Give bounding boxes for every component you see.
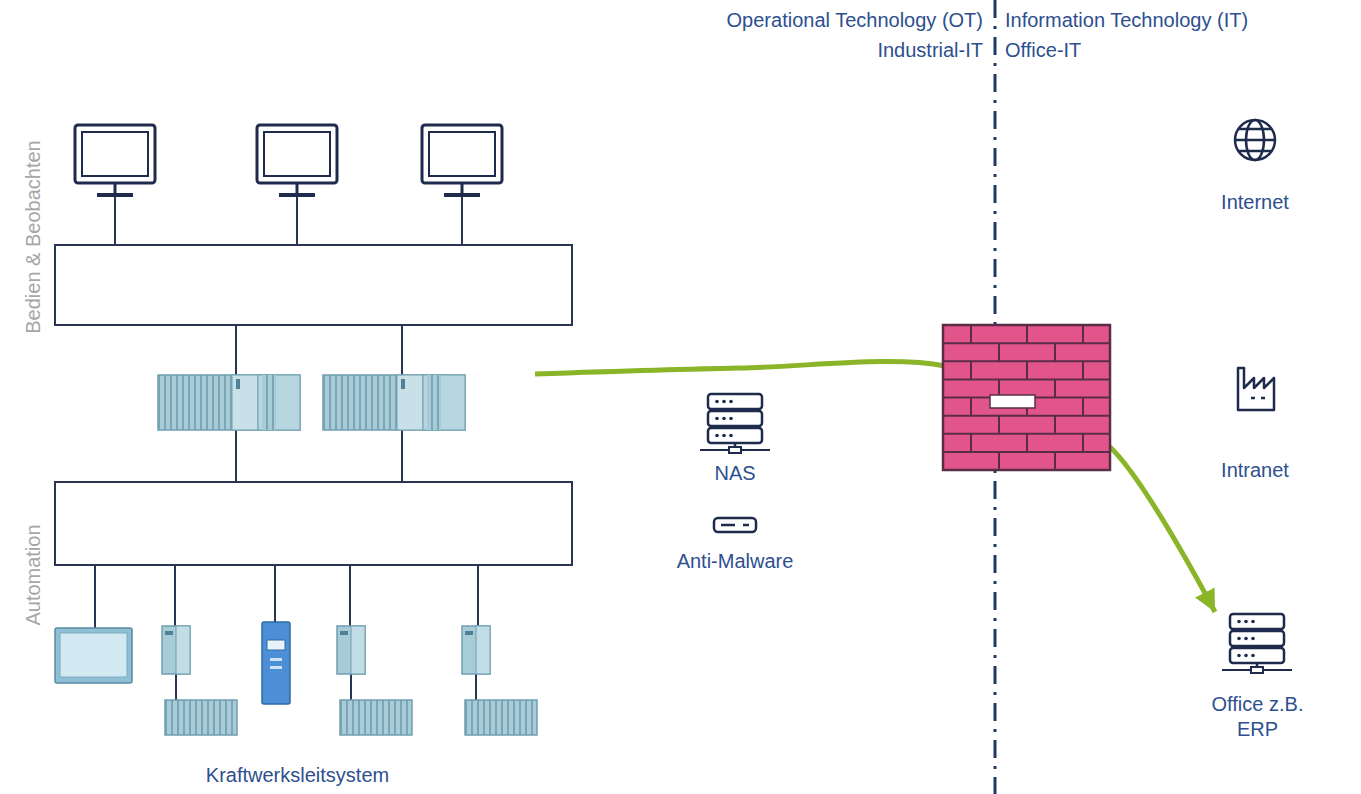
icon-node: Internet — [1200, 115, 1310, 217]
icon-node: Office z.B. ERP — [1200, 612, 1315, 744]
field-devices — [55, 622, 537, 735]
automation-bus — [55, 482, 572, 565]
layer-label: Automation — [21, 524, 45, 625]
anti-malware-icon — [714, 518, 756, 532]
intranet-icon — [1238, 368, 1274, 410]
node-label: NAS — [714, 461, 755, 486]
node-label: Internet — [1221, 190, 1289, 215]
node-label: Intranet — [1221, 458, 1289, 483]
zone-label: Office-IT — [1005, 38, 1081, 62]
data-flow-arrow — [535, 362, 1215, 612]
controller-racks — [158, 375, 465, 430]
operator-monitors — [75, 125, 502, 245]
office-server-icon — [1222, 614, 1292, 673]
layer-label: Bedien & Beobachten — [21, 140, 45, 334]
zone-label: Information Technology (IT) — [1005, 8, 1248, 32]
node-label: Kraftwerksleitsystem — [206, 763, 389, 788]
operator-bus — [55, 245, 572, 325]
node-label: Anti-Malware — [677, 549, 794, 574]
system-group: Kraftwerksleitsystem — [60, 115, 535, 790]
zone-label: Operational Technology (OT) — [727, 8, 983, 32]
node-label: Office z.B. ERP — [1200, 692, 1315, 742]
icon-node: Anti-Malware — [655, 514, 815, 576]
internet-icon — [1235, 120, 1275, 160]
icon-node: Intranet — [1200, 365, 1310, 485]
icon-node: NAS — [690, 392, 780, 488]
zone-label: Industrial-IT — [877, 38, 983, 62]
nas-icon — [700, 394, 770, 453]
